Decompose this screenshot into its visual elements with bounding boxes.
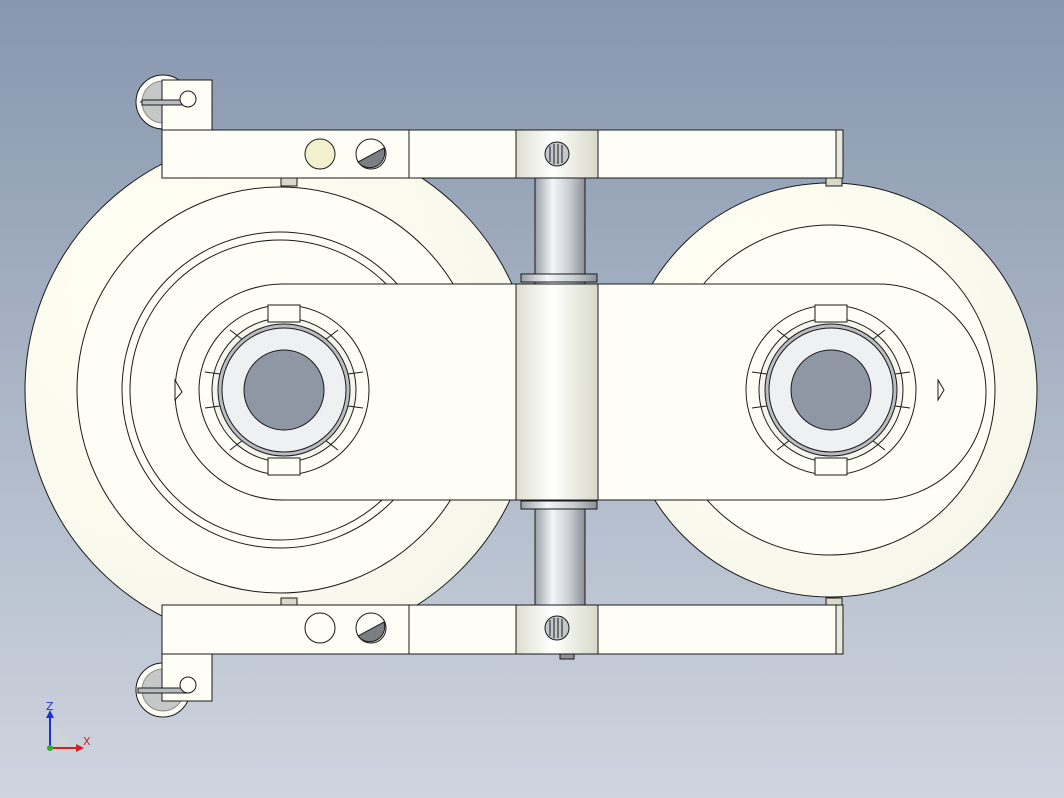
left-bearing — [198, 304, 370, 476]
top-pull-ring-icon — [135, 74, 213, 131]
y-axis-icon — [47, 745, 53, 751]
coordinate-triad: Z X — [46, 700, 91, 752]
z-axis-label: Z — [46, 700, 54, 713]
x-axis-label: X — [83, 735, 91, 748]
top-pin-screw-icon — [544, 141, 570, 167]
center-shaft[interactable] — [520, 171, 598, 611]
bottom-pin-screw-icon — [544, 615, 570, 641]
right-bearing — [745, 304, 917, 476]
triad-xz-plane-icon — [50, 720, 78, 748]
bottom-bracket-holes — [304, 612, 387, 644]
top-bracket-holes — [304, 138, 387, 170]
bottom-pull-ring-icon — [135, 653, 213, 718]
